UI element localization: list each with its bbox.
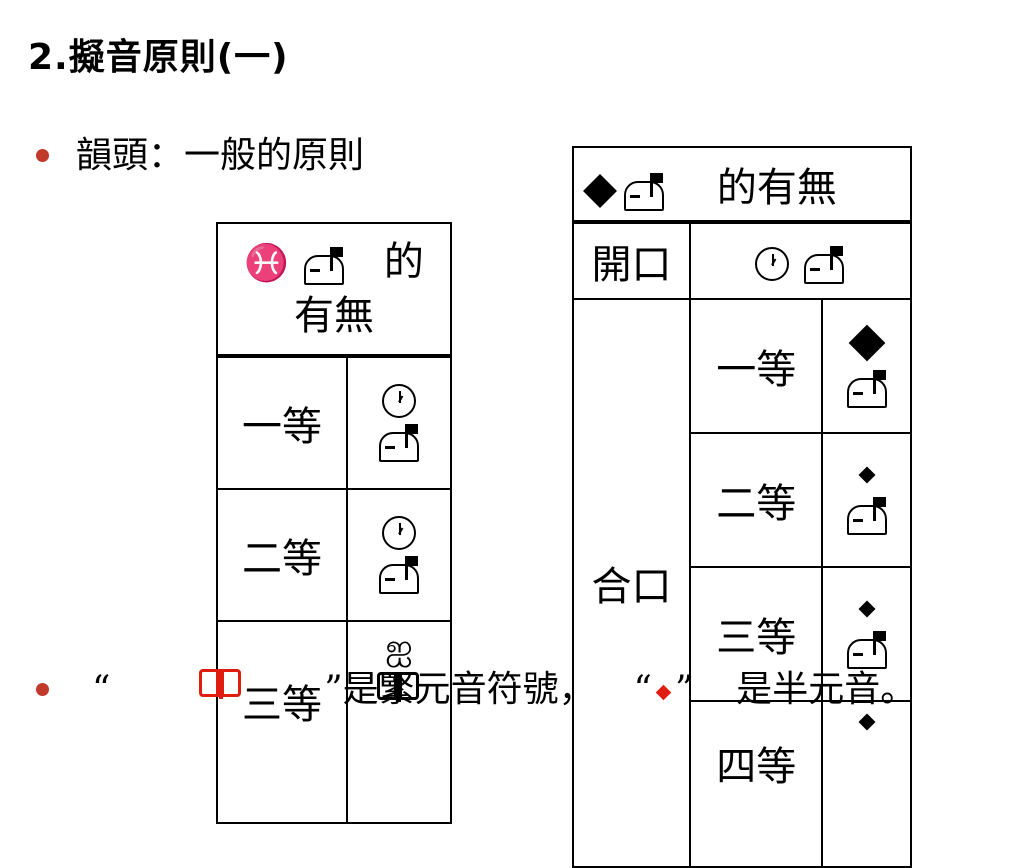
mailbox-icon [377,554,421,594]
table-row: 二等 [573,432,912,568]
table-row: 三等 ஐ [216,620,452,824]
table-header-cell: ♓ 的 有無 [216,222,452,358]
kaikou-label: 開口 [571,221,692,300]
header-line2: 有無 [294,293,374,339]
row-value [821,566,912,702]
book-icon-red [197,665,249,705]
scroll-icon: ஐ [385,627,413,667]
diamond-icon [583,174,617,208]
bullet-text-1: 韻頭：一般的原則 [76,135,365,176]
table-row: 二等 [216,488,452,622]
book-icon [375,668,423,706]
row-value [346,488,452,622]
table-header-row: ♓ 的 有無 [216,222,452,358]
row-label: 三等 [216,620,348,824]
table-row: 開口 [571,221,912,300]
row-label: 二等 [216,488,348,622]
row-value: ஐ [346,620,452,824]
open-quote: “ [92,669,111,710]
row-value [821,298,912,434]
close-quote-2: ” [674,669,694,710]
row-label: 二等 [689,432,824,568]
mailbox-icon [845,495,889,535]
mailbox-icon [377,422,421,462]
clock-icon [382,516,416,550]
slide-title: 2.擬音原則(一) [28,37,289,78]
open-quote-2: “ [633,669,652,710]
diamond-icon [858,600,876,618]
row-value [346,355,452,490]
bullet-dot-2 [36,683,49,696]
clock-icon [382,384,416,418]
bullet-text-2: “ ”是緊元音符號， “” 是半元音。 [92,660,916,712]
table-header-row: 的有無 [572,146,912,224]
mailbox-icon [845,629,889,669]
row-label: 一等 [689,298,824,434]
table-row: 一等 [216,355,452,490]
row-label: 三等 [689,566,824,702]
table-header-cell: 的有無 [572,146,912,224]
kaikou-value [689,221,912,300]
header-suffix: 的 [383,239,424,285]
table-row: 合口 一等 [571,298,912,868]
header-text: 的有無 [716,165,837,211]
diamond-icon [848,324,886,362]
row-value [821,432,912,568]
medial-table-right: 的有無 開口 合口 一等 二等 三等 [571,146,912,868]
row-label: 一等 [216,355,348,490]
mailbox-icon [302,245,346,285]
row-label: 四等 [689,700,824,868]
diamond-icon [858,466,876,484]
bullet-dot-1 [36,149,49,162]
clock-icon [755,247,790,281]
bullet2-text-a: 是緊元音符號， [342,669,595,710]
diamond-icon-red [655,684,672,700]
diamond-icon [858,713,876,731]
pisces-symbol: ♓ [244,243,289,284]
table-row: 三等 [573,566,912,702]
row-value [821,700,912,868]
bullet2-text-b: 是半元音。 [736,669,917,710]
mailbox-icon [622,171,666,211]
hekou-label: 合口 [571,298,692,868]
medial-table-left: ♓ 的 有無 一等 二等 三等 ஐ [216,222,452,824]
mailbox-icon [845,368,889,408]
mailbox-icon [802,244,846,284]
close-quote: ” [324,669,343,710]
